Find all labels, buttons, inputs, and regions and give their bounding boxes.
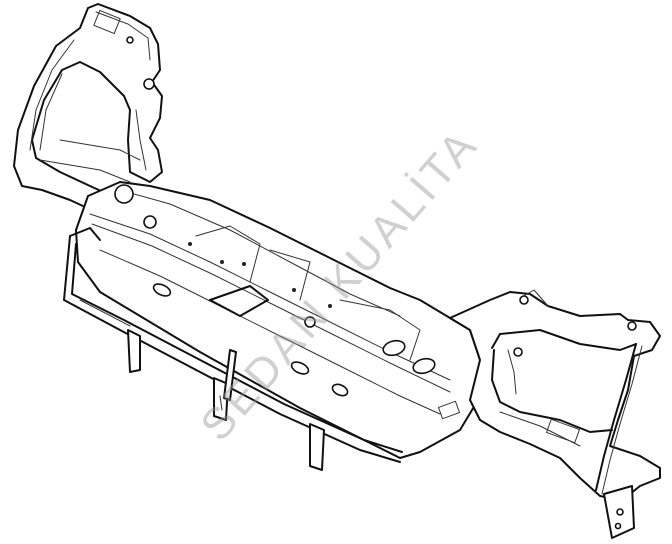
- mounting-tabs: [127, 329, 325, 471]
- right-mounting-foot: [603, 485, 635, 539]
- right-upper-bracket-loop: [449, 289, 661, 501]
- main-cross-beam: [75, 181, 481, 459]
- lower-grille-frame: [63, 227, 403, 463]
- left-upper-bracket-loop: [13, 3, 163, 213]
